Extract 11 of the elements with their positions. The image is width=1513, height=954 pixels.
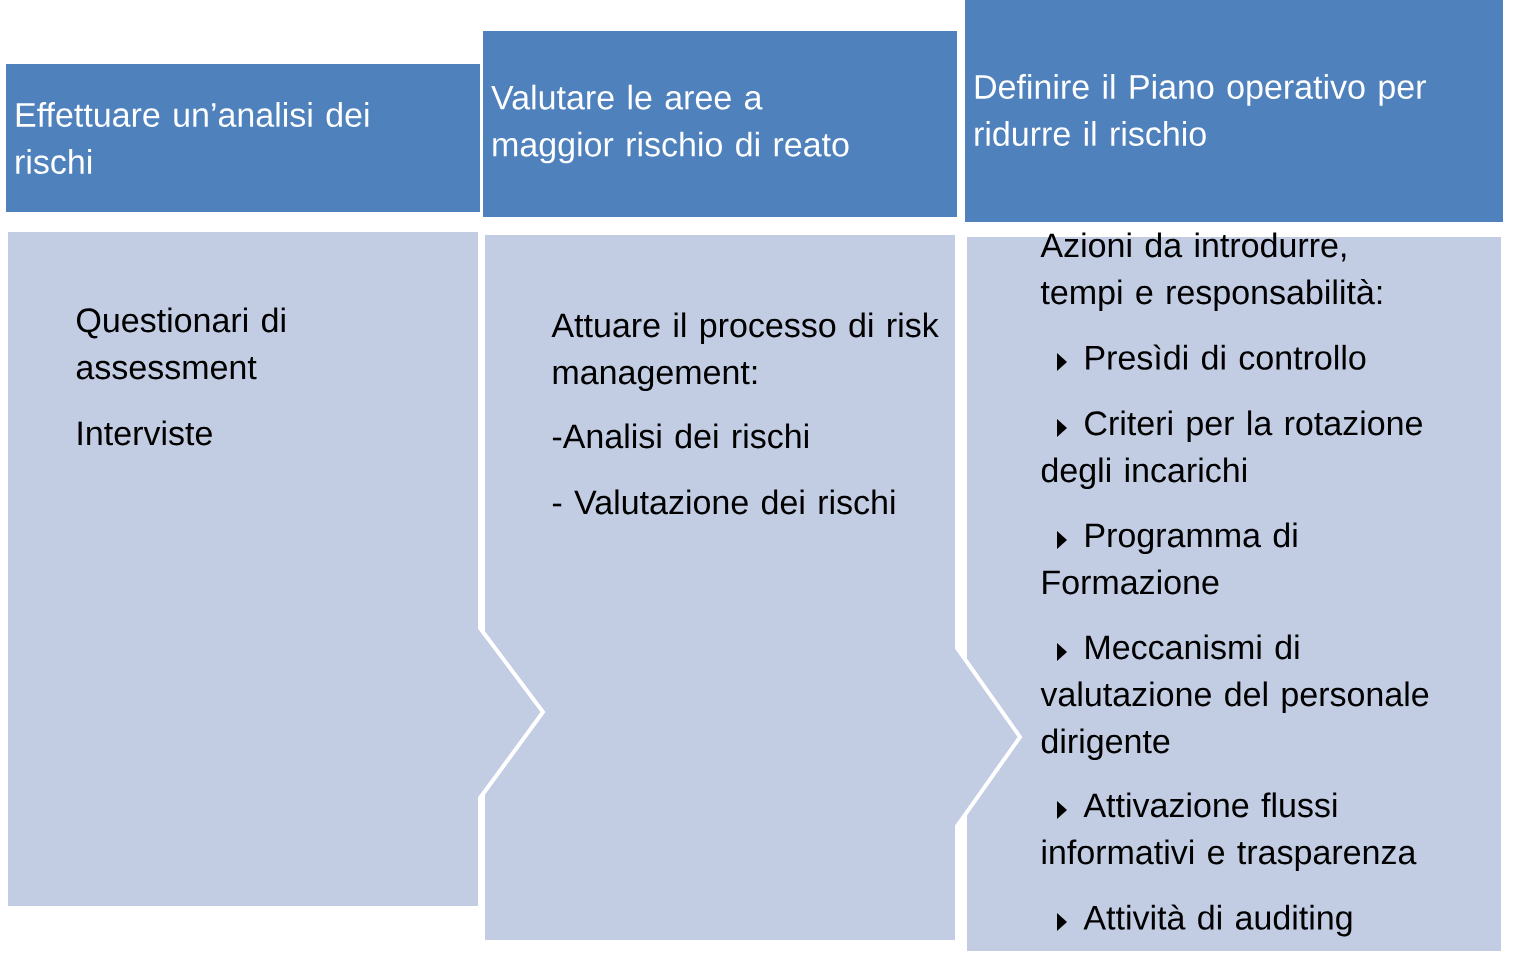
node-label: Questionari di assessment bbox=[76, 307, 285, 380]
node-label: Interviste bbox=[78, 420, 212, 446]
header-box: Effettuare un’analisi dei rischi bbox=[6, 64, 480, 212]
header-box: Valutare le aree a maggior rischio di reato bbox=[483, 31, 957, 217]
node-label: -Analisi dei rischi bbox=[552, 423, 808, 449]
content-panel: Azioni da introdurre, tempi e responsabilità: Presìdi di controllo Criteri per la rotazione degli incarichi Programma di Formazione Meccanismi di valutazione del personale dirigente Attivazione flussi informativi e trasparenza Attività di auditing bbox=[963, 232, 1505, 954]
node-label: Attuare il processo di risk management: bbox=[551, 312, 939, 392]
node-label: - Valutazione dei rischi bbox=[552, 489, 895, 515]
header-box: Definire il Piano operativo per ridurre il rischio bbox=[965, 0, 1503, 222]
content-panel: Attuare il processo di risk management: -Analisi dei rischi - Valutazione dei rischi bbox=[481, 231, 1023, 944]
content-panel: Questionari di assessment Interviste bbox=[4, 228, 546, 910]
